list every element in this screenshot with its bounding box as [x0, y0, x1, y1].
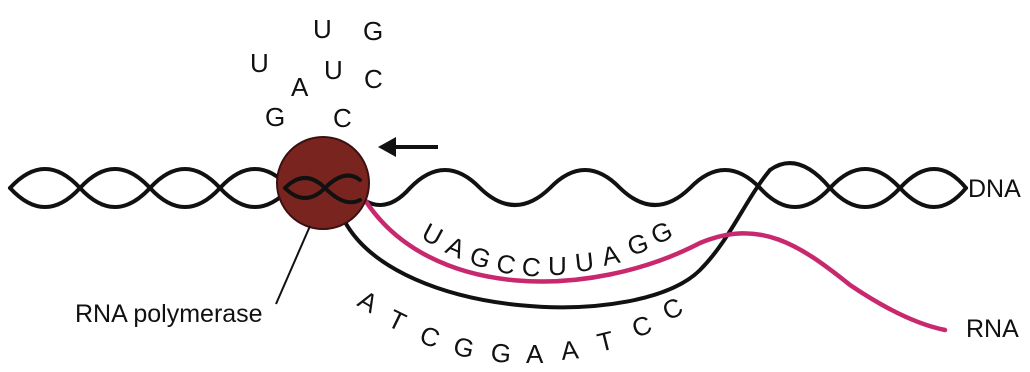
- polymerase-leader-line: [276, 226, 310, 304]
- rna-transcript-bases: U A G C C U U A G G: [417, 215, 677, 283]
- rna-base: C: [520, 251, 542, 283]
- dna-base: T: [594, 325, 617, 358]
- released-base: U: [250, 48, 269, 78]
- rna-base: C: [494, 248, 519, 281]
- dna-base: G: [451, 331, 477, 365]
- template-dna-bases: A T C G G A A T C C: [353, 284, 688, 369]
- dna-strand-right-a: [760, 169, 966, 207]
- dna-base: C: [416, 319, 444, 354]
- rna-base: G: [466, 240, 495, 275]
- released-base: A: [291, 72, 309, 102]
- rna-base: U: [417, 217, 448, 252]
- rna-label: RNA: [966, 315, 1019, 343]
- rna-base: A: [599, 239, 623, 272]
- dna-base: C: [628, 309, 656, 344]
- polymerase-label: RNA polymerase: [75, 300, 263, 328]
- dna-helix-right: [760, 163, 966, 207]
- dna-base: A: [526, 339, 544, 369]
- released-base: G: [363, 16, 383, 46]
- rna-base: U: [573, 246, 595, 278]
- released-base: C: [333, 103, 352, 133]
- released-base: U: [313, 14, 332, 44]
- rna-base: G: [624, 227, 653, 262]
- released-base: C: [364, 64, 383, 94]
- released-base: U: [324, 55, 343, 85]
- dna-base: A: [353, 284, 384, 319]
- rna-base: U: [548, 251, 567, 281]
- rna-base: G: [646, 215, 677, 251]
- released-rna-bases: C A G U U C G U: [250, 14, 383, 133]
- rna-base: A: [442, 230, 471, 265]
- dna-base: A: [559, 334, 580, 366]
- dna-base: T: [383, 303, 411, 337]
- released-base: G: [265, 102, 285, 132]
- arrow-left-icon: [378, 137, 438, 157]
- dna-base: G: [489, 337, 512, 369]
- dna-base: C: [657, 291, 687, 326]
- dna-label: DNA: [968, 175, 1021, 203]
- dna-coding-strand: [350, 170, 760, 205]
